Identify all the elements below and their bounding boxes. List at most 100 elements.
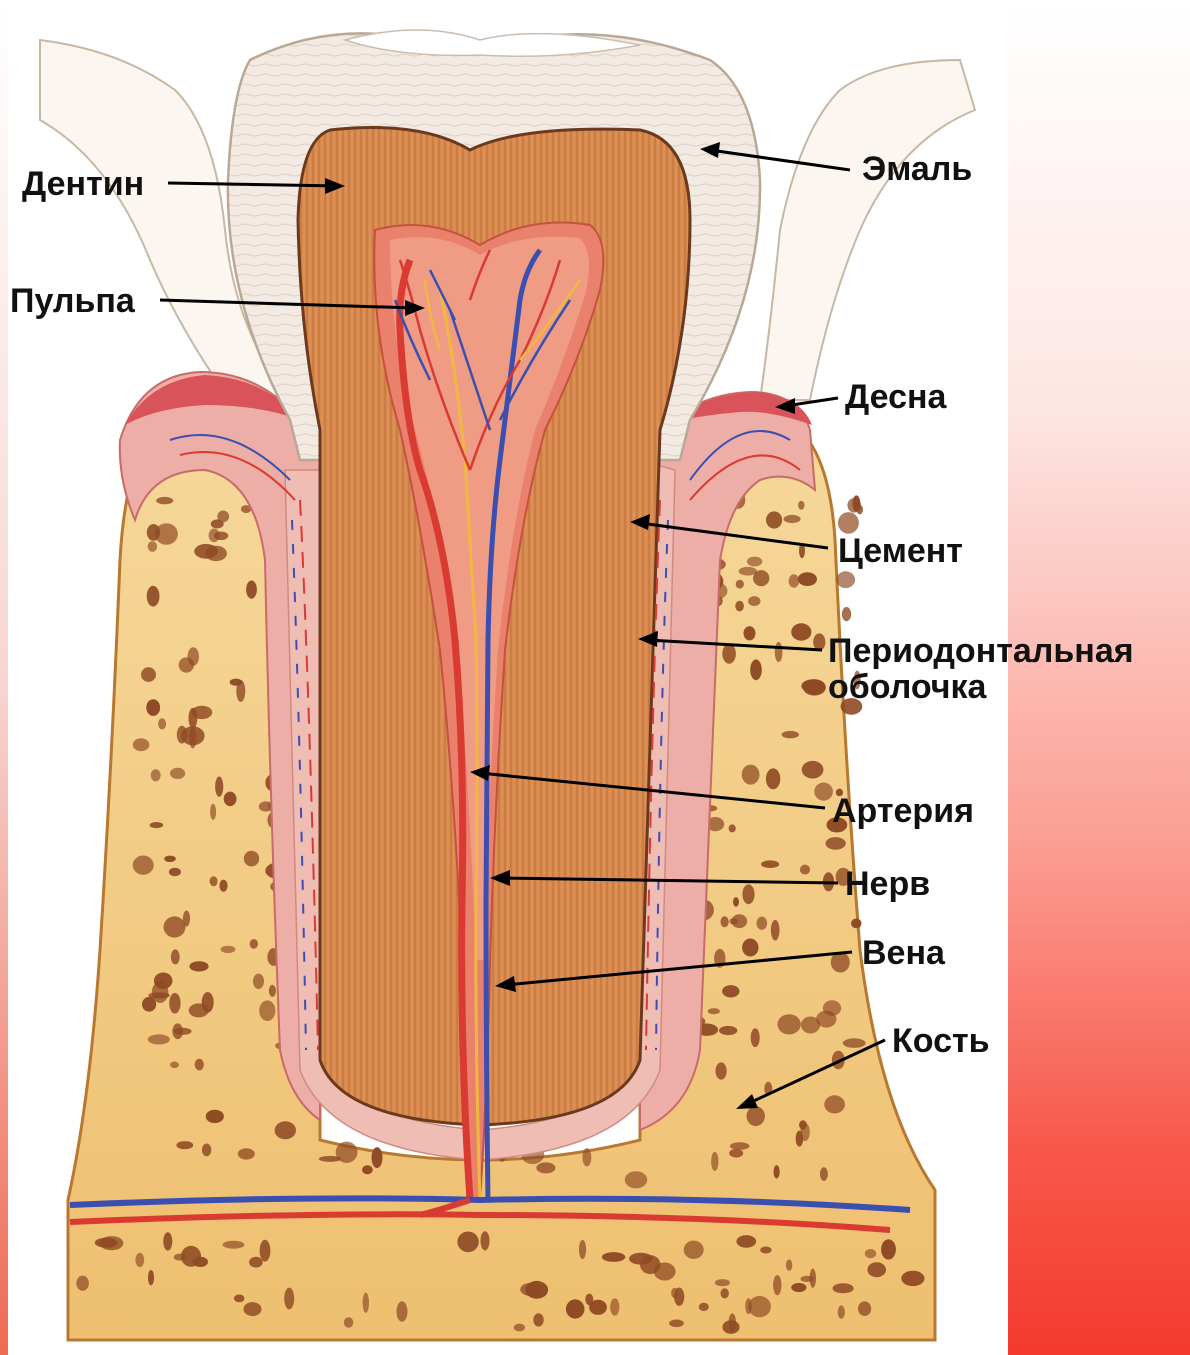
bone-pore	[156, 497, 173, 504]
bone-pore	[100, 1236, 124, 1250]
label-cement: Цемент	[838, 532, 963, 570]
bone-pore	[170, 1062, 179, 1069]
bone-pore	[760, 1247, 771, 1254]
bone-pore	[179, 657, 194, 672]
bone-pore	[775, 642, 783, 662]
bone-pore	[736, 580, 744, 589]
bone-pore	[771, 920, 780, 941]
bone-pore	[867, 1262, 886, 1277]
bone-pore	[170, 768, 185, 779]
label-periodontal-line1: Периодонтальная	[828, 632, 1134, 670]
bone-pore	[275, 1121, 296, 1139]
bone-pore	[169, 868, 181, 876]
bone-pore	[133, 738, 150, 751]
bone-pore	[172, 1023, 183, 1039]
bone-pore	[152, 982, 169, 1003]
label-dentin: Дентин	[22, 165, 144, 203]
bone-pore	[858, 1301, 871, 1316]
bone-pore	[684, 1241, 704, 1259]
bone-pore	[721, 1288, 729, 1298]
bone-pore	[514, 1324, 525, 1332]
bone-pore	[133, 856, 154, 875]
bone-pore	[206, 1110, 224, 1123]
bone-pore	[141, 667, 156, 682]
bone-pore	[253, 974, 264, 989]
bone-pore	[798, 572, 817, 586]
bone-pore	[579, 1240, 586, 1259]
bone-pore	[135, 1253, 144, 1267]
bone-pore	[671, 1288, 678, 1298]
bone-pore	[148, 541, 157, 552]
bone-pore	[729, 824, 736, 832]
bone-pore	[847, 498, 861, 513]
bone-pore	[733, 897, 739, 907]
bone-pore	[801, 679, 825, 693]
bone-pore	[842, 607, 851, 621]
label-vein: Вена	[862, 934, 946, 972]
bone-pore	[747, 1106, 765, 1126]
bone-pore	[753, 570, 769, 586]
bone-pore	[730, 1142, 750, 1150]
bone-pore	[183, 911, 190, 927]
bone-pore	[715, 1279, 730, 1286]
bone-pore	[176, 1141, 193, 1149]
bone-pore	[669, 1320, 684, 1328]
bone-pore	[901, 1271, 924, 1286]
bone-pore	[151, 769, 161, 781]
bone-pore	[719, 1026, 737, 1035]
bone-pore	[566, 1299, 585, 1318]
bone-pore	[164, 916, 186, 937]
label-periodontal-line2: оболочка	[828, 668, 988, 706]
bone-pore	[481, 1231, 490, 1250]
bone-pore	[244, 851, 259, 867]
bone-pore	[748, 596, 760, 606]
bone-pore	[761, 860, 779, 868]
bone-pore	[735, 601, 744, 612]
bone-pore	[745, 1298, 752, 1314]
bone-pore	[260, 1240, 271, 1262]
bone-pore	[791, 1283, 806, 1292]
bone-pore	[742, 884, 754, 904]
bone-pore	[820, 1167, 828, 1181]
bone-pore	[457, 1232, 478, 1253]
bone-pore	[766, 768, 780, 789]
bone-pore	[76, 1276, 89, 1291]
bone-pore	[533, 1313, 543, 1326]
bone-pore	[791, 623, 811, 640]
bone-pore	[150, 822, 163, 828]
bone-pore	[148, 1034, 170, 1044]
bone-pore	[851, 919, 861, 929]
bone-pore	[146, 699, 160, 716]
bone-pore	[729, 1149, 743, 1158]
bone-pore	[582, 1148, 591, 1166]
bone-pore	[181, 1246, 201, 1267]
bone-pore	[813, 633, 825, 650]
bone-pore	[625, 1171, 647, 1188]
bone-pore	[585, 1294, 593, 1306]
bone-pore	[773, 1275, 781, 1295]
bone-pore	[148, 1270, 154, 1285]
bone-pore	[210, 804, 216, 820]
bone-pore	[789, 574, 800, 588]
bone-pore	[224, 792, 237, 807]
label-gum: Десна	[845, 378, 948, 416]
bone-pore	[798, 501, 804, 510]
bone-pore	[722, 644, 736, 664]
bone-pore	[751, 1028, 760, 1047]
bone-pore	[259, 1000, 275, 1021]
label-artery: Артерия	[832, 792, 974, 830]
bone-pore	[699, 1303, 709, 1311]
bone-pore	[181, 726, 205, 745]
bone-pore	[825, 837, 845, 850]
bone-pore	[881, 1239, 896, 1259]
label-pulp: Пульпа	[10, 282, 136, 320]
bone-pore	[284, 1288, 294, 1310]
neighbor-tooth-right	[760, 60, 975, 400]
bone-pore	[192, 706, 213, 719]
bone-pore	[234, 1295, 245, 1303]
bone-pore	[708, 1008, 720, 1014]
bone-pore	[195, 1059, 204, 1071]
bone-pore	[801, 1017, 820, 1034]
bone-pore	[171, 949, 180, 964]
